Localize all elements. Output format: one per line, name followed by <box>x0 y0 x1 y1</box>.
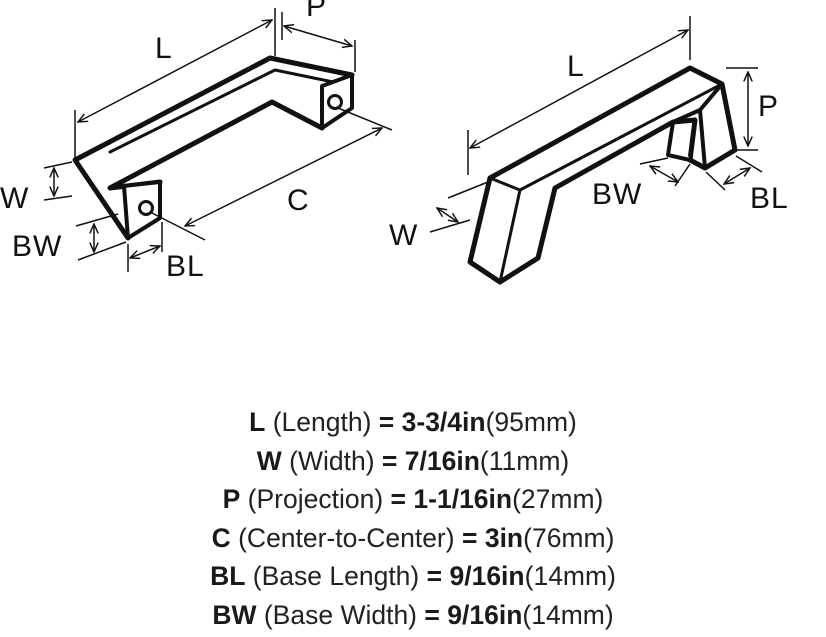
spec-metric: (95mm) <box>485 407 577 437</box>
spec-metric: (76mm) <box>523 522 615 553</box>
dimension-drawing: L P W C BW BL L P W BW BL <box>0 0 789 285</box>
left-label-bw: BW <box>12 230 62 263</box>
left-p-dimension <box>284 26 352 46</box>
left-l-dimension <box>78 20 272 122</box>
right-front-leg-edge <box>498 188 522 284</box>
spec-equals: = <box>378 407 395 437</box>
left-bl-dimension <box>130 246 160 258</box>
right-label-p: P <box>758 90 779 123</box>
right-w-dimension <box>437 208 458 222</box>
spec-key: BW <box>212 599 257 630</box>
spec-value: 3in <box>484 522 524 553</box>
spec-equals: = <box>390 484 407 514</box>
right-label-w: W <box>389 219 418 252</box>
spec-metric: (14mm) <box>524 561 616 591</box>
left-back-screw-hole <box>327 94 343 110</box>
left-label-l: L <box>155 32 173 65</box>
spec-metric: (14mm) <box>522 599 614 630</box>
spec-row-width: W (Width) = 7/16in(11mm) <box>0 442 826 481</box>
spec-equals: = <box>426 561 443 591</box>
spec-list: L (Length) = 3-3/4in(95mm) W (Width) = 7… <box>0 403 826 634</box>
right-bl-dimension <box>724 168 750 184</box>
spec-description: (Base Length) <box>252 561 420 591</box>
left-label-bl: BL <box>166 250 205 283</box>
right-l-dimension <box>470 30 688 148</box>
spec-key: C <box>211 522 231 553</box>
left-c-dimension <box>185 128 382 226</box>
spec-equals: = <box>424 599 440 630</box>
right-label-l: L <box>567 50 585 83</box>
left-handle-inner-edge <box>108 68 340 154</box>
spec-metric: (11mm) <box>479 445 570 476</box>
spec-description: (Base Width) <box>263 599 418 630</box>
left-label-w: W <box>0 182 29 215</box>
spec-row-base-width: BW (Base Width) = 9/16in(14mm) <box>0 596 826 635</box>
left-label-p: P <box>306 0 327 23</box>
right-label-bl: BL <box>750 182 789 215</box>
spec-row-base-length: BL (Base Length) = 9/16in(14mm) <box>0 557 826 596</box>
right-label-bw: BW <box>592 178 642 211</box>
left-front-screw-hole <box>138 200 154 216</box>
spec-value: 9/16in <box>447 599 523 630</box>
right-handle-body <box>467 65 738 285</box>
spec-metric: (27mm) <box>512 484 604 514</box>
left-label-c: C <box>287 184 310 217</box>
right-bw-dimension <box>650 166 678 182</box>
spec-description: (Width) <box>289 445 375 476</box>
spec-row-projection: P (Projection) = 1-1/16in(27mm) <box>0 480 826 519</box>
spec-equals: = <box>381 445 398 476</box>
spec-key: W <box>256 445 282 476</box>
left-dimension-lines <box>43 8 393 272</box>
spec-row-center-to-center: C (Center-to-Center) = 3in(76mm) <box>0 519 826 558</box>
spec-row-length: L (Length) = 3-3/4in(95mm) <box>0 403 826 442</box>
spec-value: 1-1/16in <box>413 484 513 514</box>
spec-key: BL <box>210 561 246 591</box>
spec-key: P <box>222 484 241 514</box>
spec-value: 7/16in <box>404 445 480 476</box>
right-dimension-lines <box>429 16 763 233</box>
spec-description: (Length) <box>272 407 372 437</box>
spec-description: (Center-to-Center) <box>238 522 455 553</box>
right-handle-drawing <box>467 65 738 285</box>
spec-value: 9/16in <box>449 561 525 591</box>
spec-key: L <box>249 407 266 437</box>
spec-description: (Projection) <box>247 484 384 514</box>
spec-value: 3-3/4in <box>401 407 486 437</box>
spec-equals: = <box>461 522 478 553</box>
